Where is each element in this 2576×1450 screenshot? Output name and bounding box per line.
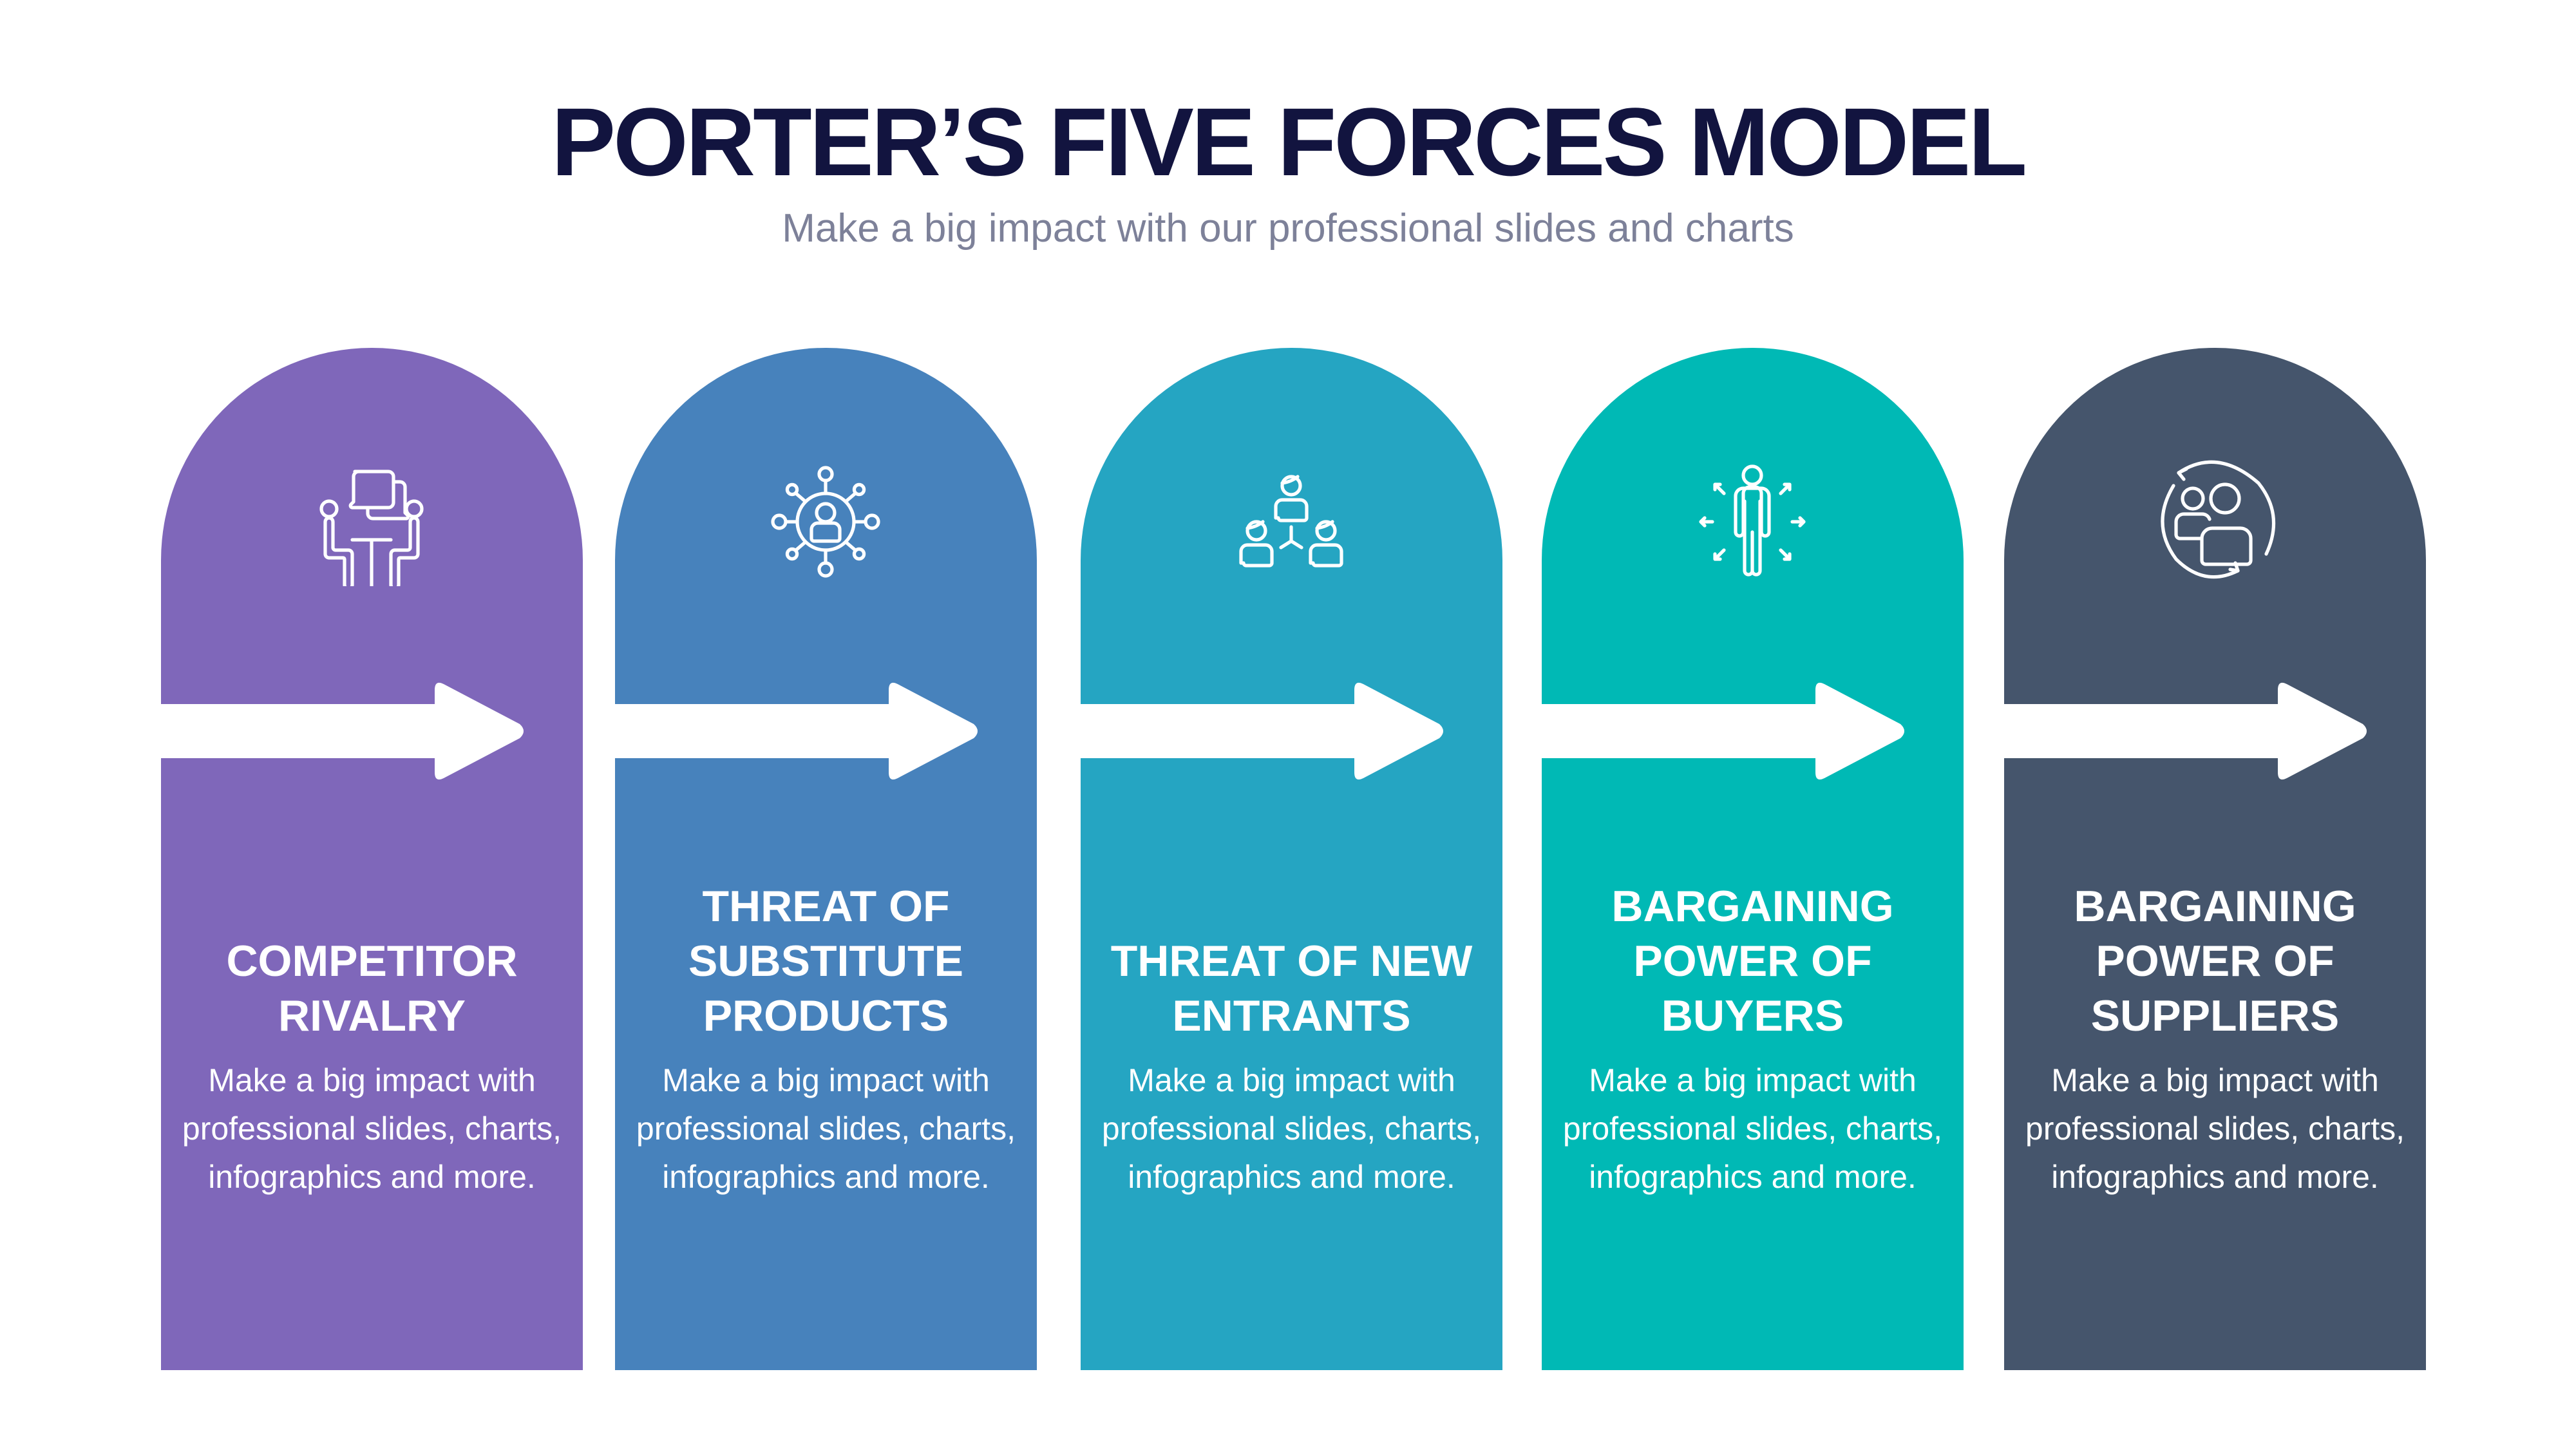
force-description: Make a big impact with professional slid… [1101,1062,1482,1195]
force-card-competitor-rivalry: COMPETITOR RIVALRY Make a big impact wit… [161,348,583,1370]
meeting-people-icon [307,457,436,591]
force-card-threat-of-substitutes: THREAT OF SUBSTITUTE PRODUCTS Make a big… [615,348,1037,1370]
arrow-right-icon [161,680,528,783]
arrow-right-icon [615,680,982,783]
force-card-supplier-power: BARGAINING POWER OF SUPPLIERS Make a big… [2004,348,2426,1370]
network-person-icon [761,457,890,586]
force-card-threat-of-new-entrants: THREAT OF NEW ENTRANTS Make a big impact… [1081,348,1502,1370]
page-subtitle: Make a big impact with our professional … [782,206,1794,251]
force-title: COMPETITOR RIVALRY [226,937,518,1040]
force-title: BARGAINING POWER OF BUYERS [1611,882,1894,1040]
force-title: BARGAINING POWER OF SUPPLIERS [2074,882,2356,1040]
arrow-right-icon [1542,680,1909,783]
force-description: Make a big impact with professional slid… [182,1062,562,1195]
force-description: Make a big impact with professional slid… [1562,1062,1943,1195]
team-hierarchy-icon [1227,457,1356,586]
force-card-buyer-power: BARGAINING POWER OF BUYERS Make a big im… [1542,348,1964,1370]
person-arrows-icon [1688,457,1817,586]
arrow-right-icon [1081,680,1448,783]
people-exchange-icon [2150,457,2279,586]
force-description: Make a big impact with professional slid… [2025,1062,2405,1195]
force-title: THREAT OF SUBSTITUTE PRODUCTS [688,882,963,1040]
force-description: Make a big impact with professional slid… [636,1062,1016,1195]
force-title: THREAT OF NEW ENTRANTS [1110,937,1473,1040]
page-title: PORTER’S FIVE FORCES MODEL [551,88,2027,196]
arrow-right-icon [2004,680,2371,783]
